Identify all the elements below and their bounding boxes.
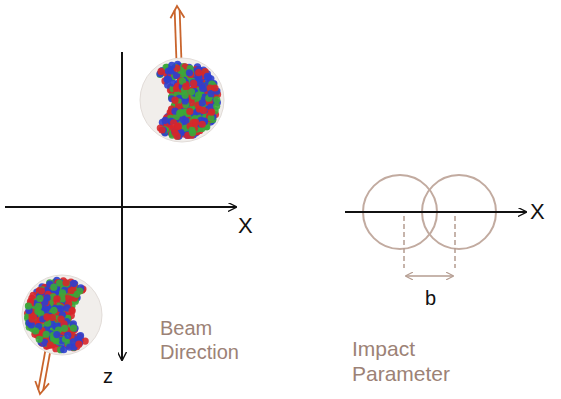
nucleon — [43, 313, 50, 320]
nucleon — [75, 341, 82, 348]
nucleon — [64, 332, 71, 339]
dimension-arrow — [406, 275, 453, 277]
nucleon — [199, 99, 206, 106]
nucleon — [162, 117, 169, 124]
z-axis — [121, 52, 123, 360]
beam-head — [35, 381, 49, 394]
beam-head — [170, 6, 184, 18]
nucleon — [30, 292, 37, 299]
nucleon — [38, 288, 45, 295]
nucleus-halo — [22, 275, 102, 355]
nucleon — [53, 295, 60, 302]
nucleon — [53, 331, 60, 338]
nucleon — [199, 121, 206, 128]
dimension-label: b — [425, 286, 449, 310]
nucleon — [208, 109, 215, 116]
dashed-guide — [403, 216, 405, 268]
nucleon — [176, 110, 183, 117]
nucleus — [140, 58, 224, 142]
nucleon — [200, 107, 207, 114]
nucleon — [61, 325, 68, 332]
beam-shaft — [180, 10, 182, 62]
nucleon — [50, 284, 57, 291]
x-axis — [345, 211, 526, 213]
beam-shaft — [175, 10, 177, 62]
nucleon — [157, 68, 164, 75]
nucleon — [188, 127, 195, 134]
nucleon — [186, 69, 193, 76]
nucleon — [186, 108, 193, 115]
nucleon — [188, 88, 195, 95]
nucleon — [57, 305, 64, 312]
nucleus — [22, 275, 102, 355]
nucleon — [171, 129, 178, 136]
nucleon — [32, 327, 39, 334]
nucleon — [199, 85, 206, 92]
nucleon — [213, 103, 220, 110]
nucleon — [175, 123, 182, 130]
nucleon — [28, 315, 35, 322]
annotation: Impact Parameter — [352, 336, 492, 386]
nucleon — [158, 126, 165, 133]
nucleon — [182, 83, 189, 90]
nucleon — [63, 279, 70, 286]
nucleon — [76, 288, 83, 295]
nucleon — [68, 307, 75, 314]
axis-label: X — [530, 199, 558, 225]
nucleon — [50, 307, 57, 314]
beam-arrow — [170, 6, 184, 62]
nucleon — [192, 119, 199, 126]
nucleon — [190, 80, 197, 87]
beam-arrow — [35, 350, 50, 394]
nucleon — [182, 92, 189, 99]
nucleon — [195, 91, 202, 98]
nucleon — [211, 84, 218, 91]
nucleon — [70, 325, 77, 332]
nucleon — [168, 62, 175, 69]
dashed-guide — [454, 216, 456, 268]
nucleon — [43, 331, 50, 338]
nucleon — [36, 295, 43, 302]
nucleon — [70, 280, 77, 287]
axis-label: X — [238, 213, 268, 239]
nucleon — [71, 280, 78, 287]
nucleon — [36, 336, 43, 343]
nucleon — [171, 97, 178, 104]
nucleon — [68, 287, 75, 294]
nucleon — [65, 295, 72, 302]
nucleon — [165, 76, 172, 83]
nucleon — [63, 280, 70, 287]
axis-label: z — [103, 364, 123, 388]
nucleon — [56, 279, 63, 286]
nucleon — [25, 302, 32, 309]
nucleon — [204, 73, 211, 80]
nucleon — [38, 287, 45, 294]
nucleon — [77, 332, 84, 339]
nucleus-halo — [140, 58, 224, 142]
x-axis — [5, 206, 236, 208]
nucleon — [47, 342, 54, 349]
beam-shaft — [38, 350, 45, 390]
nucleon — [195, 69, 202, 76]
nucleon — [190, 79, 197, 86]
nucleon — [213, 96, 220, 103]
annotation: Beam Direction — [160, 316, 270, 364]
